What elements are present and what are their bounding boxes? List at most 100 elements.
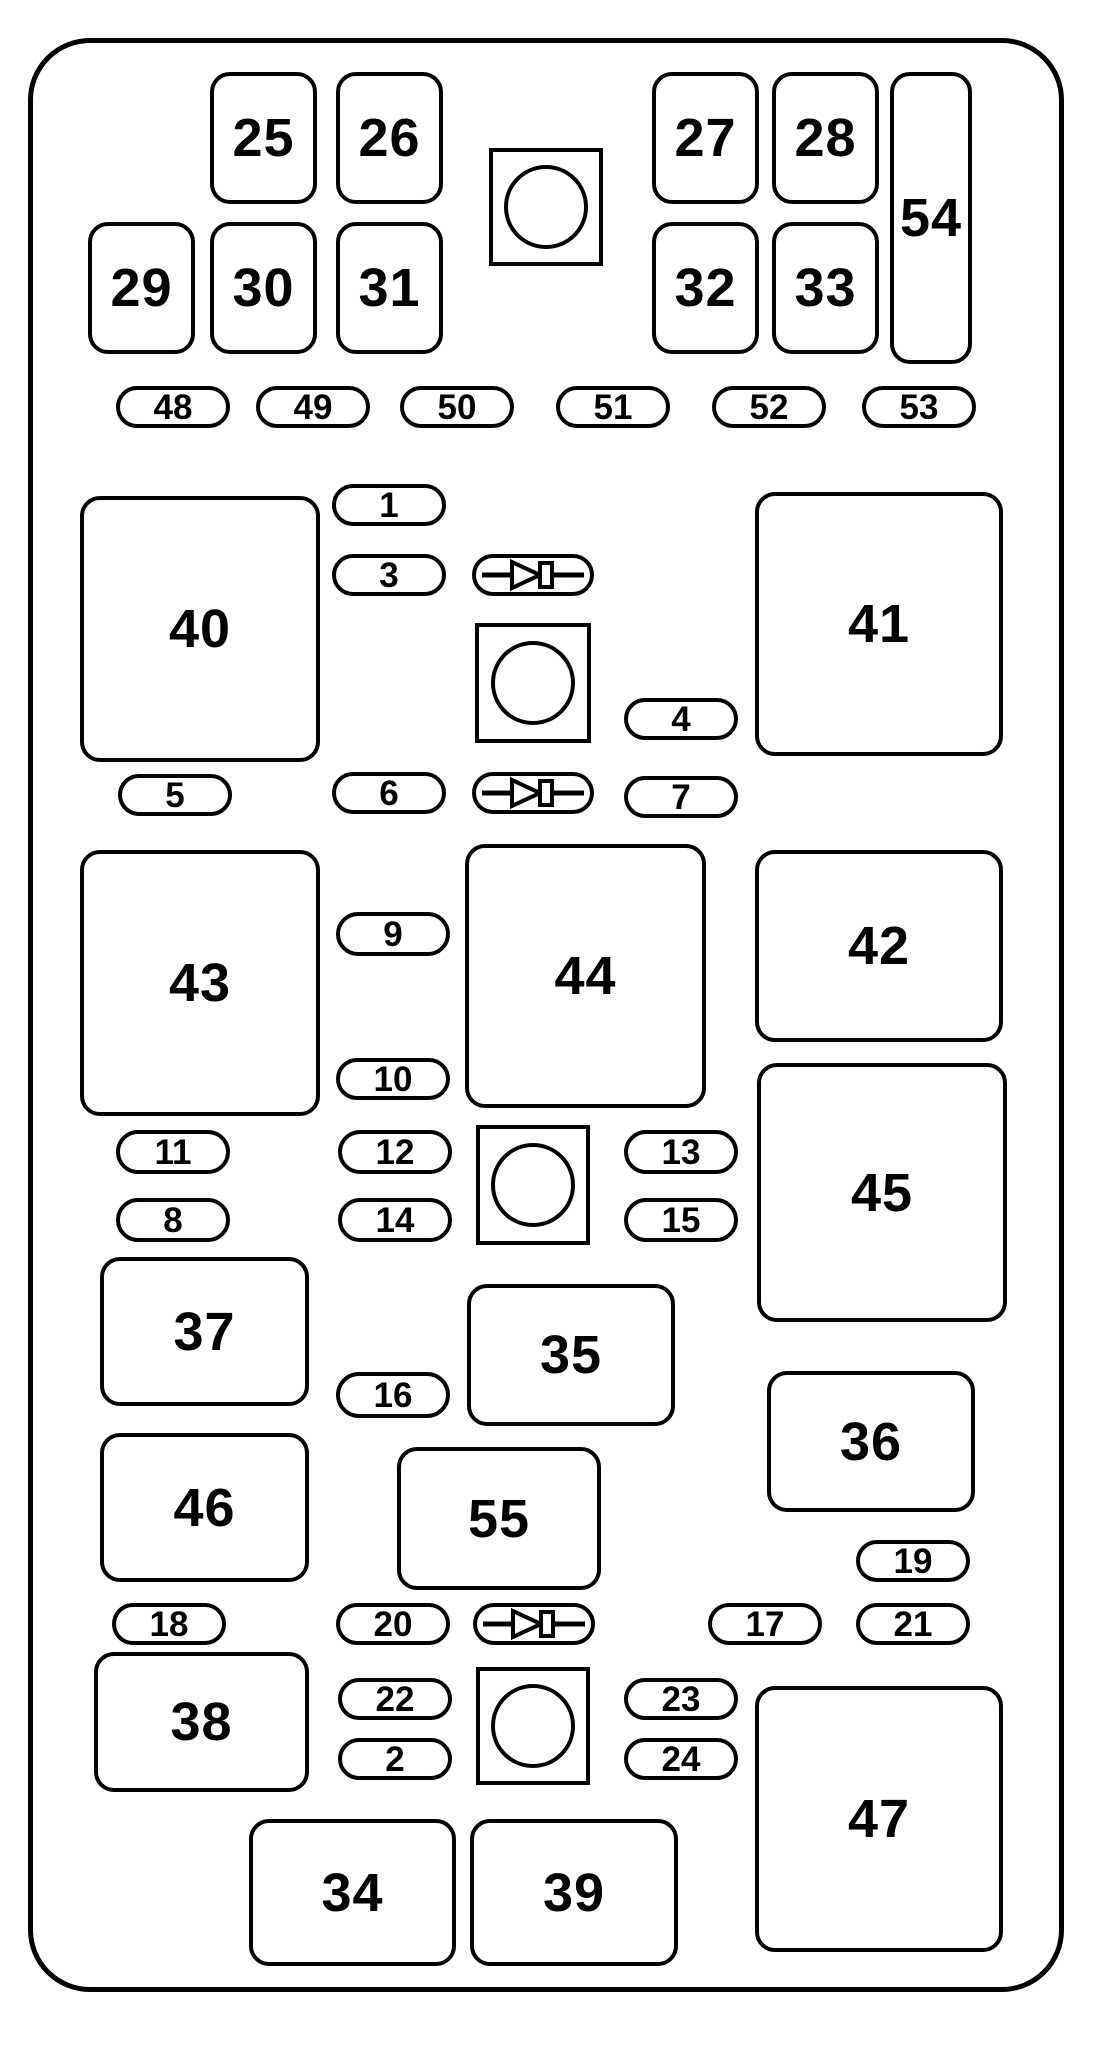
mini-fuse-label: 18 [149, 1604, 189, 1644]
fuse-box-30: 30 [210, 222, 317, 354]
mini-fuse-label: 14 [375, 1200, 415, 1240]
diode-fuse-2 [472, 772, 594, 814]
fuse-box-label: 46 [173, 1477, 236, 1538]
mini-fuse-label: 3 [379, 555, 399, 595]
fuse-box-label: 44 [554, 946, 617, 1006]
mini-fuse-4: 4 [624, 698, 738, 740]
mini-fuse-9: 9 [336, 912, 450, 956]
fuse-box-label: 42 [847, 916, 911, 976]
mini-fuse-7: 7 [624, 776, 738, 818]
mini-fuse-label: 8 [163, 1200, 183, 1240]
fuse-box-34: 34 [249, 1819, 456, 1966]
fuse-box-41: 41 [755, 492, 1003, 756]
fuse-box-label: 36 [839, 1411, 903, 1472]
fuse-box-label: 35 [539, 1325, 603, 1385]
fuse-box-label: 43 [168, 953, 232, 1013]
fuse-box-25: 25 [210, 72, 317, 204]
diode-icon [482, 558, 584, 592]
mini-fuse-label: 2 [385, 1739, 405, 1779]
relay-circle-icon [491, 1684, 575, 1768]
mini-fuse-10: 10 [336, 1058, 450, 1100]
mini-fuse-label: 50 [437, 387, 477, 427]
fuse-box-label: 55 [467, 1488, 531, 1549]
relay-socket-4 [476, 1667, 590, 1785]
mini-fuse-19: 19 [856, 1540, 970, 1582]
fuse-box-label: 37 [173, 1301, 236, 1362]
mini-fuse-label: 19 [893, 1541, 933, 1581]
relay-socket-1 [489, 148, 603, 266]
fuse-box-label: 31 [358, 258, 421, 318]
fuse-box-label: 27 [674, 108, 737, 168]
mini-fuse-label: 13 [661, 1132, 701, 1172]
fuse-box-37: 37 [100, 1257, 309, 1406]
mini-fuse-16: 16 [336, 1372, 450, 1418]
fuse-box-label: 29 [110, 258, 173, 318]
mini-fuse-label: 7 [671, 777, 691, 817]
mini-fuse-17: 17 [708, 1603, 822, 1645]
fuse-box-label: 28 [794, 108, 857, 168]
fuse-box-46: 46 [100, 1433, 309, 1582]
fuse-box-44: 44 [465, 844, 706, 1108]
mini-fuse-15: 15 [624, 1198, 738, 1242]
fuse-box-label: 39 [542, 1862, 606, 1923]
relay-socket-3 [476, 1125, 590, 1245]
mini-fuse-50: 50 [400, 386, 514, 428]
mini-fuse-label: 52 [749, 387, 789, 427]
relay-circle-icon [504, 165, 588, 249]
mini-fuse-48: 48 [116, 386, 230, 428]
fuse-box-label: 54 [899, 188, 963, 248]
mini-fuse-24: 24 [624, 1738, 738, 1780]
mini-fuse-label: 17 [745, 1604, 785, 1644]
diode-fuse-3 [473, 1603, 595, 1645]
fuse-box-label: 30 [232, 258, 295, 318]
fuse-box-label: 40 [168, 599, 232, 659]
mini-fuse-label: 12 [375, 1132, 415, 1172]
mini-fuse-label: 20 [373, 1604, 413, 1644]
fuse-box-label: 33 [794, 258, 857, 318]
mini-fuse-label: 51 [593, 387, 633, 427]
mini-fuse-14: 14 [338, 1198, 452, 1242]
fuse-box-42: 42 [755, 850, 1003, 1042]
mini-fuse-label: 22 [375, 1679, 415, 1719]
mini-fuse-label: 48 [153, 387, 193, 427]
fuse-box-label: 38 [170, 1692, 233, 1752]
mini-fuse-53: 53 [862, 386, 976, 428]
mini-fuse-51: 51 [556, 386, 670, 428]
mini-fuse-18: 18 [112, 1603, 226, 1645]
fuse-box-32: 32 [652, 222, 759, 354]
fuse-box-27: 27 [652, 72, 759, 204]
mini-fuse-8: 8 [116, 1198, 230, 1242]
fuse-box-label: 41 [847, 594, 911, 654]
mini-fuse-49: 49 [256, 386, 370, 428]
fuse-box-35: 35 [467, 1284, 675, 1426]
fuse-box-40: 40 [80, 496, 320, 762]
mini-fuse-label: 4 [671, 699, 691, 739]
fuse-box-label: 26 [358, 108, 421, 168]
fuse-box-label: 45 [850, 1162, 914, 1223]
mini-fuse-52: 52 [712, 386, 826, 428]
fuse-box-38: 38 [94, 1652, 309, 1792]
fuse-box-55: 55 [397, 1447, 601, 1590]
mini-fuse-label: 24 [661, 1739, 701, 1779]
diode-icon [483, 1607, 585, 1641]
fuse-box-45: 45 [757, 1063, 1007, 1322]
mini-fuse-label: 6 [379, 773, 399, 813]
fuse-box-label: 34 [321, 1862, 384, 1923]
relay-circle-icon [491, 1143, 575, 1227]
mini-fuse-label: 23 [661, 1679, 701, 1719]
fuse-box-54: 54 [890, 72, 972, 364]
mini-fuse-1: 1 [332, 484, 446, 526]
mini-fuse-label: 21 [893, 1604, 933, 1644]
mini-fuse-11: 11 [116, 1130, 230, 1174]
mini-fuse-3: 3 [332, 554, 446, 596]
fuse-box-33: 33 [772, 222, 879, 354]
mini-fuse-label: 53 [899, 387, 939, 427]
mini-fuse-20: 20 [336, 1603, 450, 1645]
fuse-box-label: 25 [232, 108, 295, 168]
fuse-box-39: 39 [470, 1819, 678, 1966]
mini-fuse-label: 15 [661, 1200, 701, 1240]
fuse-box-43: 43 [80, 850, 320, 1116]
mini-fuse-6: 6 [332, 772, 446, 814]
mini-fuse-label: 5 [165, 775, 185, 815]
